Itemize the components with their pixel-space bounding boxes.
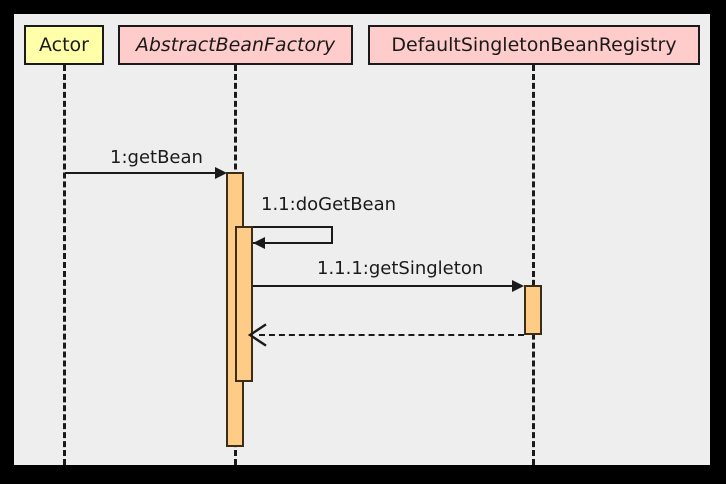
participant-box-abstract-bean-factory[interactable]: AbstractBeanFactory	[118, 25, 353, 65]
message-line-1-1-1-getsingleton[interactable]	[253, 285, 515, 287]
activation-bar-default-singleton-bean-registry[interactable]	[524, 285, 542, 335]
message-label-1-1-1-getsingleton: 1.1.1:getSingleton	[317, 258, 484, 279]
participant-label-abstract-bean-factory: AbstractBeanFactory	[135, 34, 336, 56]
message-arrowhead-return	[247, 323, 267, 347]
sequence-diagram-area: Actor AbstractBeanFactory DefaultSinglet…	[14, 14, 710, 465]
message-arrowhead-1-1-1-getsingleton	[512, 280, 524, 292]
message-label-1-getbean: 1:getBean	[110, 147, 203, 168]
lifeline-actor	[63, 65, 66, 465]
message-selfcall-box-1-1-dogetbean[interactable]	[253, 226, 333, 244]
message-arrowhead-1-1-dogetbean	[253, 237, 265, 249]
participant-label-default-singleton-bean-registry: DefaultSingletonBeanRegistry	[391, 34, 677, 56]
activation-bar-abstract-bean-factory-nested[interactable]	[235, 226, 253, 382]
message-label-1-1-dogetbean: 1.1:doGetBean	[261, 194, 397, 215]
lifeline-default-singleton-bean-registry	[532, 65, 535, 465]
participant-box-actor[interactable]: Actor	[24, 25, 104, 65]
message-line-return[interactable]	[259, 334, 524, 336]
message-line-1-getbean[interactable]	[65, 172, 217, 174]
message-arrowhead-1-getbean	[215, 167, 227, 179]
participant-label-actor: Actor	[39, 34, 89, 56]
participant-box-default-singleton-bean-registry[interactable]: DefaultSingletonBeanRegistry	[368, 25, 700, 65]
